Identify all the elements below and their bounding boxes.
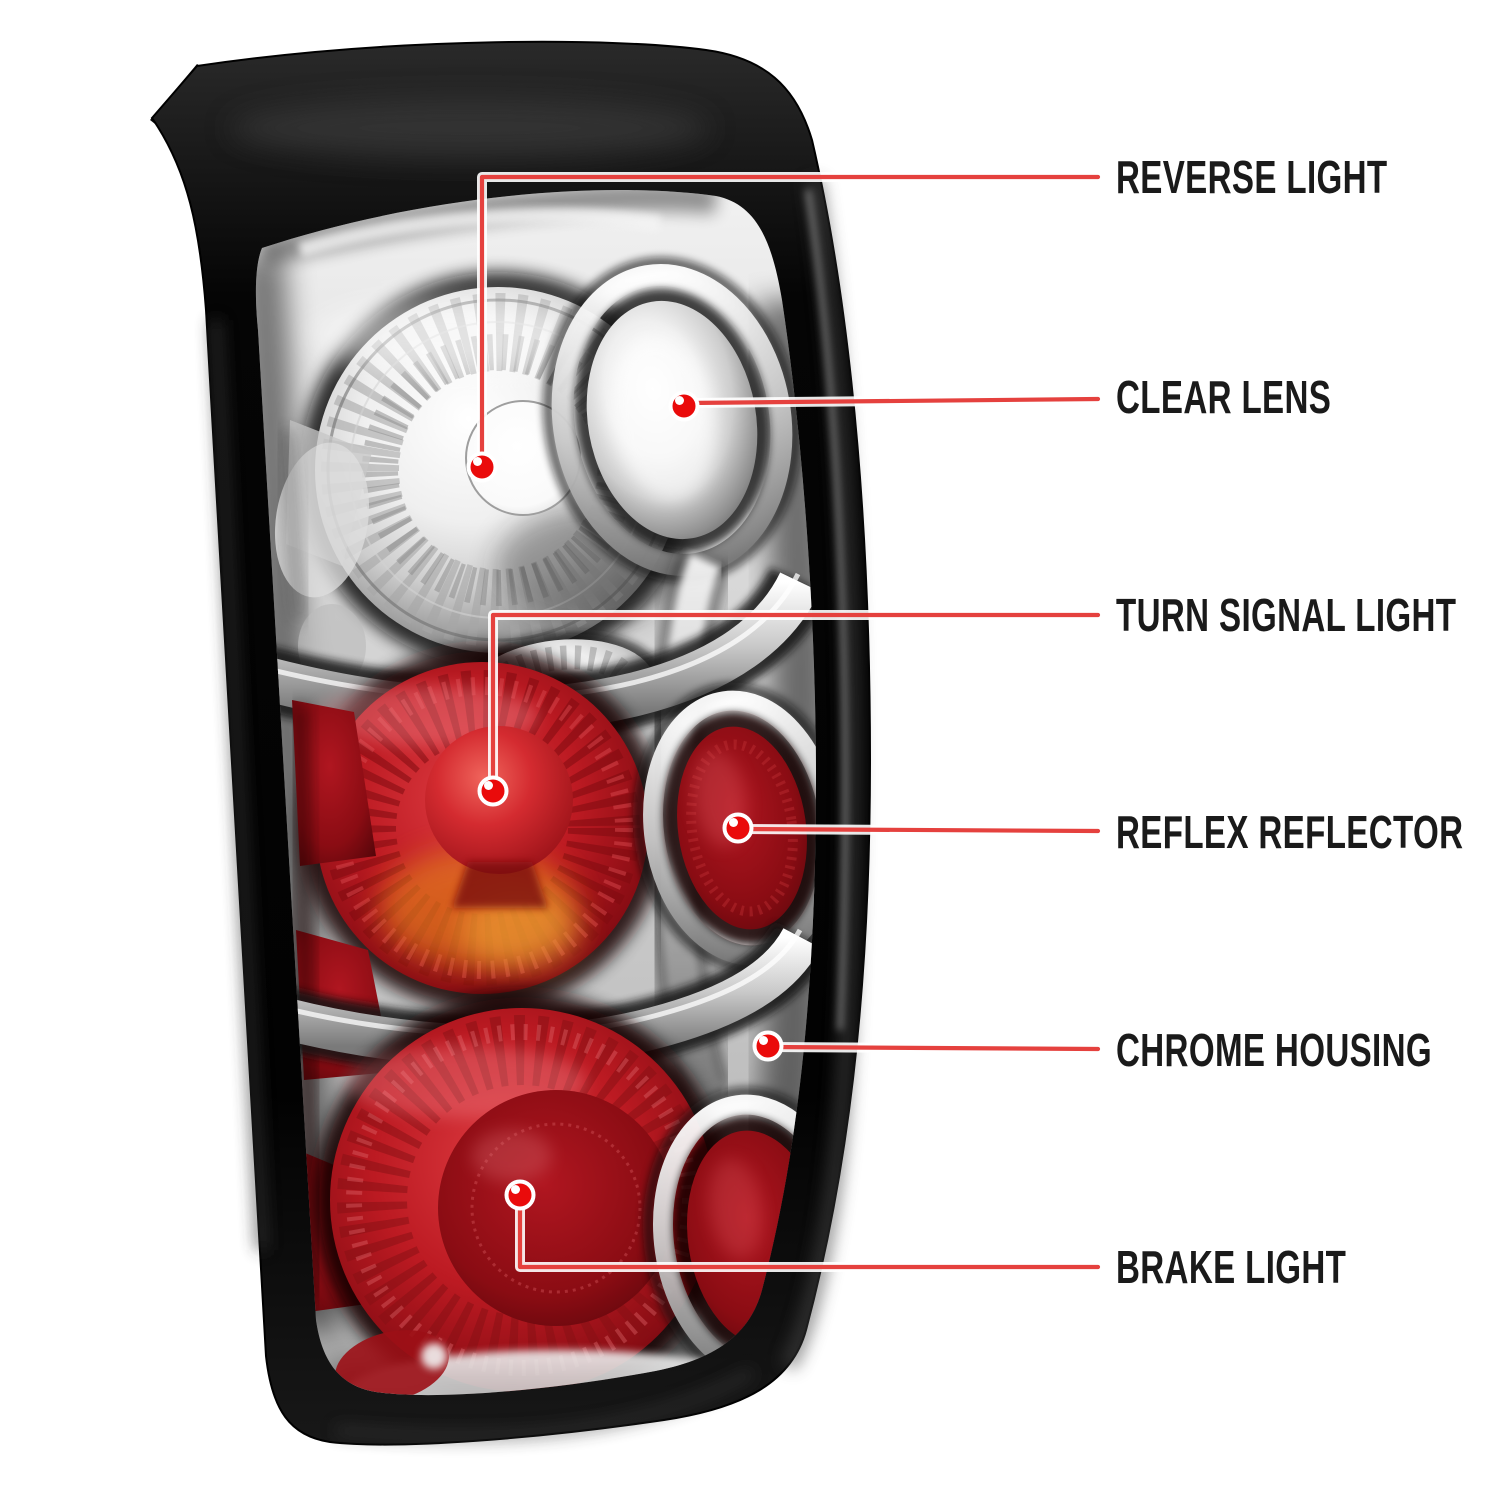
callout-label-chrome-housing: CHROME HOUSING — [1116, 1024, 1433, 1076]
callout-line-reverse-light — [477, 172, 1103, 471]
window-top-highlight — [297, 207, 662, 258]
callout-line-clear-lens — [683, 394, 1103, 408]
marker-dot-clear-lens — [668, 390, 700, 422]
callout-line-chrome-housing — [765, 1042, 1103, 1054]
callout-markers — [466, 390, 784, 1211]
callout-label-turn-signal-light: TURN SIGNAL LIGHT — [1116, 589, 1457, 641]
callout-label-clear-lens: CLEAR LENS — [1116, 371, 1332, 423]
housing-right-gloss — [780, 178, 861, 1370]
housing-top-sheen — [230, 98, 710, 158]
callout-line-turn-signal — [488, 610, 1103, 793]
housing-right-highlight — [805, 189, 848, 1031]
housing-bottom-gloss — [335, 1368, 754, 1440]
callout-line-reflex-reflector — [735, 824, 1103, 836]
marker-dot-turn-signal — [477, 775, 509, 807]
marker-dot-chrome-housing — [752, 1030, 784, 1062]
callout-lines — [477, 172, 1103, 1272]
housing-left-gloss — [211, 319, 267, 1251]
callout-line-brake-light — [515, 1191, 1103, 1272]
callout-label-reverse-light: REVERSE LIGHT — [1116, 151, 1388, 203]
marker-dot-brake-light — [504, 1179, 536, 1211]
callout-label-brake-light: BRAKE LIGHT — [1116, 1241, 1347, 1293]
callout-label-reflex-reflector: REFLEX REFLECTOR — [1116, 806, 1464, 858]
marker-dot-reflex-reflector — [722, 812, 754, 844]
marker-dot-reverse-light — [466, 451, 498, 483]
